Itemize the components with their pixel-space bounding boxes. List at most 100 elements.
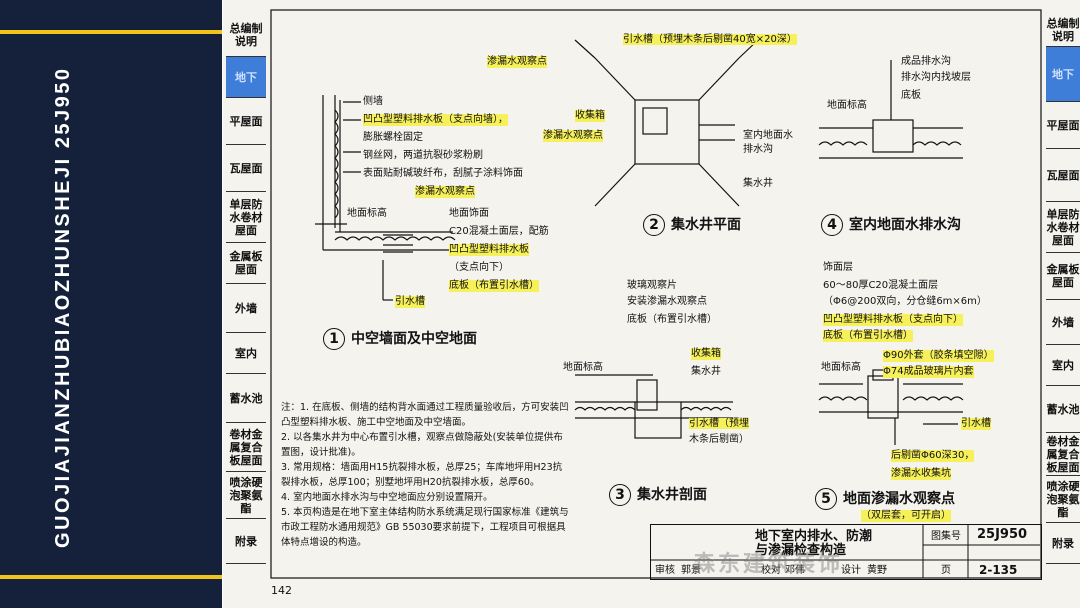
d2-label: 室内地面水 <box>743 130 793 141</box>
left-nav-item[interactable]: 总编制说明 <box>226 14 266 57</box>
note-item: 2. 以各集水井为中心布置引水槽，观察点做隐蔽处(安装单位提供布置图，设计批准)… <box>281 432 563 458</box>
tb-page-label: 页 <box>941 565 951 576</box>
d1-label: 钢丝网，两道抗裂砂浆粉刷 <box>363 150 483 161</box>
tb-sign: 设计 <box>841 565 861 576</box>
d1-label: 地面饰面 <box>449 208 489 219</box>
left-nav-item[interactable]: 附录 <box>226 519 266 564</box>
d2-label: 渗漏水观察点 <box>543 130 603 142</box>
d3-label: 安装渗漏水观察点 <box>627 296 707 307</box>
d1-label: 底板（布置引水槽） <box>449 280 539 292</box>
left-nav-item[interactable]: 卷材金属复合板屋面 <box>226 423 266 472</box>
d1-label: 地面标高 <box>347 208 387 219</box>
tb-sign: 审核 <box>655 565 675 576</box>
d4-label: 排水沟内找坡层 <box>901 72 971 83</box>
tb-sign: 校对 <box>761 565 781 576</box>
d5-label: 地面标高 <box>821 362 861 373</box>
d5-label: 饰面层 <box>823 262 853 273</box>
left-nav-item[interactable]: 室内 <box>226 333 266 374</box>
sidebar-stripe-top <box>0 30 222 34</box>
tb-sign: 邓伟 <box>785 565 805 576</box>
d4-label: 地面标高 <box>827 100 867 111</box>
left-nav-item-active[interactable]: 地下 <box>226 57 266 98</box>
d5-label: 60～80厚C20混凝土面层 <box>823 280 939 291</box>
d1-label: （支点向下） <box>449 262 509 273</box>
d2-label: 集水井 <box>743 178 773 189</box>
right-nav-item-active[interactable]: 地下 <box>1046 47 1080 102</box>
tb-atlas-label: 图集号 <box>931 531 961 542</box>
note-item: 4. 室内地面水排水沟与中空地面应分别设置隔开。 <box>281 492 493 503</box>
tb-sign: 郭景 <box>681 565 701 576</box>
left-nav-item[interactable]: 外墙 <box>226 284 266 333</box>
right-nav-item[interactable]: 附录 <box>1046 523 1080 564</box>
right-nav-item[interactable]: 单层防水卷材屋面 <box>1046 202 1080 253</box>
d1-label: 表面贴耐碱玻纤布，刮腻子涂料饰面 <box>363 168 523 179</box>
left-nav: 总编制说明 地下 平屋面 瓦屋面 单层防水卷材屋面 金属板屋面 外墙 室内 蓄水… <box>226 14 266 564</box>
d1-label: 凹凸型塑料排水板 <box>449 244 529 256</box>
page-number: 142 <box>271 584 292 597</box>
d5-label: 后剔凿Φ60深30， <box>891 450 975 462</box>
right-nav-item[interactable]: 卷材金属复合板屋面 <box>1046 433 1080 476</box>
left-nav-item[interactable]: 单层防水卷材屋面 <box>226 192 266 243</box>
d3-label: 玻璃观察片 <box>627 280 677 291</box>
d2-label: 排水沟 <box>743 144 773 155</box>
d4-label: 成品排水沟 <box>901 56 951 67</box>
d3-label: 底板（布置引水槽） <box>627 314 717 325</box>
drawing-lines <box>270 9 1042 579</box>
left-nav-item[interactable]: 瓦屋面 <box>226 145 266 192</box>
d1-label: 膨胀螺栓固定 <box>363 132 423 143</box>
right-nav-item[interactable]: 喷涂硬泡聚氨酯 <box>1046 476 1080 523</box>
right-nav-item[interactable]: 蓄水池 <box>1046 386 1080 433</box>
d3-label: 收集箱 <box>691 348 721 360</box>
left-nav-item[interactable]: 蓄水池 <box>226 374 266 423</box>
d1-label: C20混凝土面层，配筋 <box>449 226 549 237</box>
note-item: 3. 常用规格：墙面用H15抗裂排水板，总厚25；车库地坪用H23抗裂排水板，总… <box>281 462 563 488</box>
note-item: 5. 本页构造是在地下室主体结构防水系统满足现行国家标准《建筑与市政工程防水通用… <box>281 507 569 548</box>
d1-label: 引水槽 <box>395 296 425 308</box>
d5-label: Φ74成品玻璃片内套 <box>883 366 974 378</box>
tb-atlas-no: 25J950 <box>977 527 1028 542</box>
note-item: 注：1. 在底板、侧墙的结构背水面通过工程质量验收后，方可安装凹凸型塑料排水板、… <box>281 402 569 428</box>
right-nav-item[interactable]: 平屋面 <box>1046 102 1080 149</box>
d5-label: Φ90外套（胶条填空隙） <box>883 350 994 362</box>
right-nav: 总编制说明 地下 平屋面 瓦屋面 单层防水卷材屋面 金属板屋面 外墙 室内 蓄水… <box>1046 14 1080 564</box>
right-nav-item[interactable]: 室内 <box>1046 345 1080 386</box>
d3-label: 木条后剔凿） <box>689 434 749 445</box>
d1-label: 侧墙 <box>363 96 383 107</box>
right-nav-item[interactable]: 外墙 <box>1046 300 1080 345</box>
right-nav-item[interactable]: 金属板屋面 <box>1046 253 1080 300</box>
d5-label: 引水槽 <box>961 418 991 430</box>
d1-label: 凹凸型塑料排水板（支点向墙）， <box>363 114 508 126</box>
right-nav-item[interactable]: 瓦屋面 <box>1046 149 1080 202</box>
sidebar-stripe-bottom <box>0 575 222 579</box>
title-block: 地下室内排水、防潮 与渗漏检查构造 图集号 25J950 页 2-135 审核 … <box>650 524 1042 580</box>
right-nav-item[interactable]: 总编制说明 <box>1046 14 1080 47</box>
cover-sidebar: GUOJIAJIANZHUBIAOZHUNSHEJI 25J950 <box>0 0 222 608</box>
drawing-sheet: 总编制说明 地下 平屋面 瓦屋面 单层防水卷材屋面 金属板屋面 外墙 室内 蓄水… <box>223 0 1080 608</box>
left-nav-item[interactable]: 喷涂硬泡聚氨酯 <box>226 472 266 519</box>
left-nav-item[interactable]: 金属板屋面 <box>226 243 266 284</box>
tb-title-1: 地下室内排水、防潮 <box>755 529 873 544</box>
d5-label: 底板（布置引水槽） <box>823 330 913 342</box>
tb-sign: 黄野 <box>867 565 887 576</box>
d2-label: 渗漏水观察点 <box>487 56 547 68</box>
d5-label: 凹凸型塑料排水板（支点向下） <box>823 314 963 326</box>
d2-label: 收集箱 <box>575 110 605 122</box>
left-nav-item[interactable]: 平屋面 <box>226 98 266 145</box>
d4-label: 底板 <box>901 90 921 101</box>
notes-block: 注：1. 在底板、侧墙的结构背水面通过工程质量验收后，方可安装凹凸型塑料排水板、… <box>281 400 571 550</box>
sidebar-vertical-title: GUOJIAJIANZHUBIAOZHUNSHEJI 25J950 <box>52 66 74 549</box>
d3-label: 集水井 <box>691 366 721 377</box>
d5-label: 渗漏水收集坑 <box>891 468 951 480</box>
d3-label: 引水槽（预埋 <box>689 418 749 429</box>
d2-label: 引水槽（预埋木条后剔凿40宽×20深） <box>623 34 797 45</box>
tb-title-2: 与渗漏检查构造 <box>755 543 847 558</box>
watermark: 森东建筑装饰 <box>693 552 844 577</box>
tb-page-no: 2-135 <box>979 563 1018 577</box>
d3-label: 地面标高 <box>563 362 603 373</box>
d1-label: 渗漏水观察点 <box>415 186 475 198</box>
